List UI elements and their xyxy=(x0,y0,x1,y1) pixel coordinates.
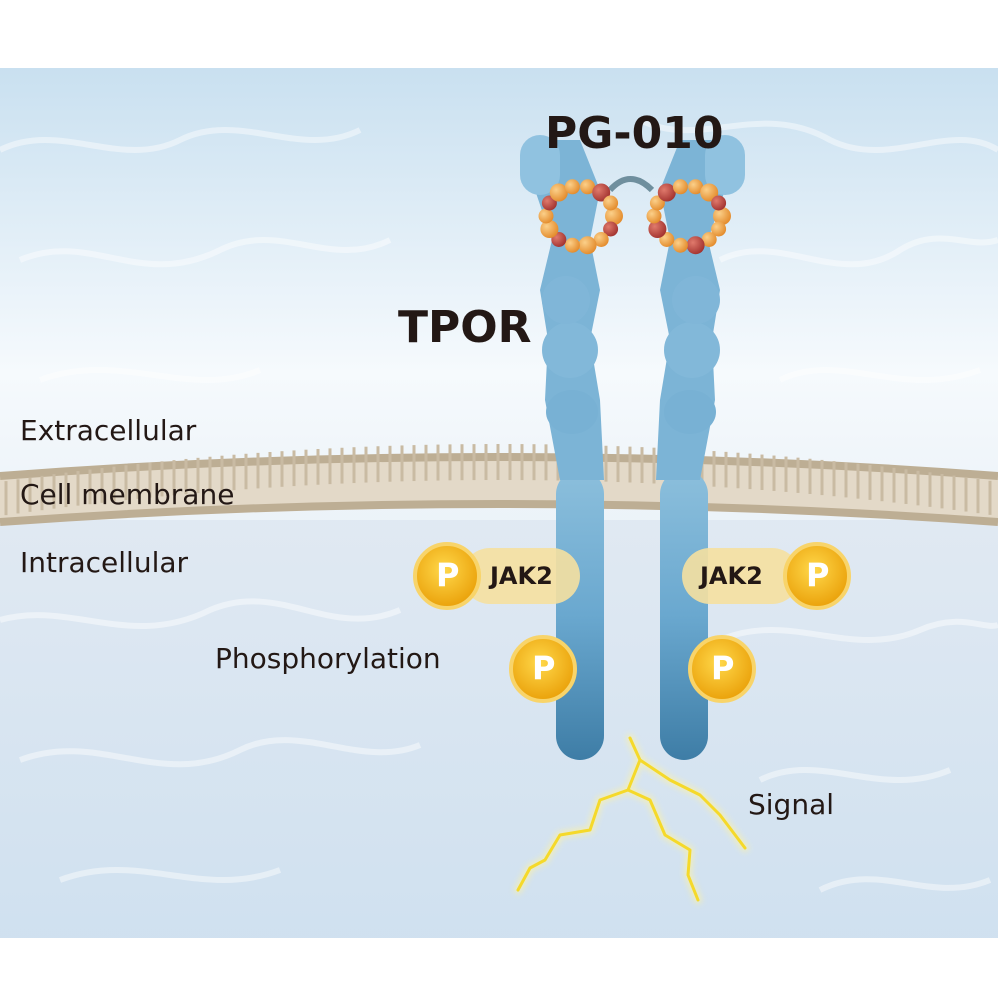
receptor-label: TPOR xyxy=(398,302,532,353)
phosphorylation-label: Phosphorylation xyxy=(215,642,441,675)
region-intracellular: Intracellular xyxy=(20,546,189,579)
ligand-bead xyxy=(713,207,731,225)
ligand-bead xyxy=(540,220,559,238)
region-membrane: Cell membrane xyxy=(20,478,235,511)
jak2-right-label: JAK2 xyxy=(700,562,763,590)
ligand-bead xyxy=(603,221,619,237)
ligand-bead xyxy=(672,179,688,195)
ligand-bead xyxy=(580,179,596,195)
jak2-left-label: JAK2 xyxy=(490,562,553,590)
ligand-bead xyxy=(564,179,580,195)
ligand-bead xyxy=(592,183,611,202)
ligand-bead xyxy=(686,236,705,255)
ligand-bead xyxy=(657,183,676,202)
ligand-bead xyxy=(646,208,662,224)
ligand-bead xyxy=(648,220,667,238)
signal-label: Signal xyxy=(748,788,835,821)
phospho-icon-jak2-left xyxy=(413,542,481,610)
caustic-pattern xyxy=(0,117,998,893)
signal-lightning-icon xyxy=(514,734,749,904)
phospho-icon-receptor-left xyxy=(509,635,577,703)
phospho-symbol-2: P xyxy=(806,556,830,594)
ligand-bead xyxy=(538,208,554,224)
ligand-bead xyxy=(711,195,727,211)
ligand-label: PG-010 xyxy=(545,108,724,159)
phospho-icon-receptor-right xyxy=(688,635,756,703)
ligand-bead xyxy=(593,232,609,247)
pg-010-ligand xyxy=(538,176,731,255)
phospho-symbol-4: P xyxy=(711,649,735,687)
jak2-left xyxy=(462,548,580,604)
jak2-right xyxy=(682,548,800,604)
ligand-bead xyxy=(711,221,727,237)
ligand-bead xyxy=(688,179,704,195)
phospho-symbol-1: P xyxy=(436,556,460,594)
cell-membrane xyxy=(0,444,998,526)
ligand-bead xyxy=(603,195,619,211)
phospho-icon-jak2-right xyxy=(783,542,851,610)
ligand-bead xyxy=(672,237,688,253)
ligand-bead xyxy=(578,236,597,255)
ligand-bead xyxy=(700,183,719,202)
phospho-symbol-3: P xyxy=(532,649,556,687)
ligand-bead xyxy=(549,183,568,202)
region-extracellular: Extracellular xyxy=(20,414,197,447)
ligand-bead xyxy=(564,237,580,253)
ligand-bead xyxy=(701,232,717,247)
ligand-bead xyxy=(605,207,623,225)
